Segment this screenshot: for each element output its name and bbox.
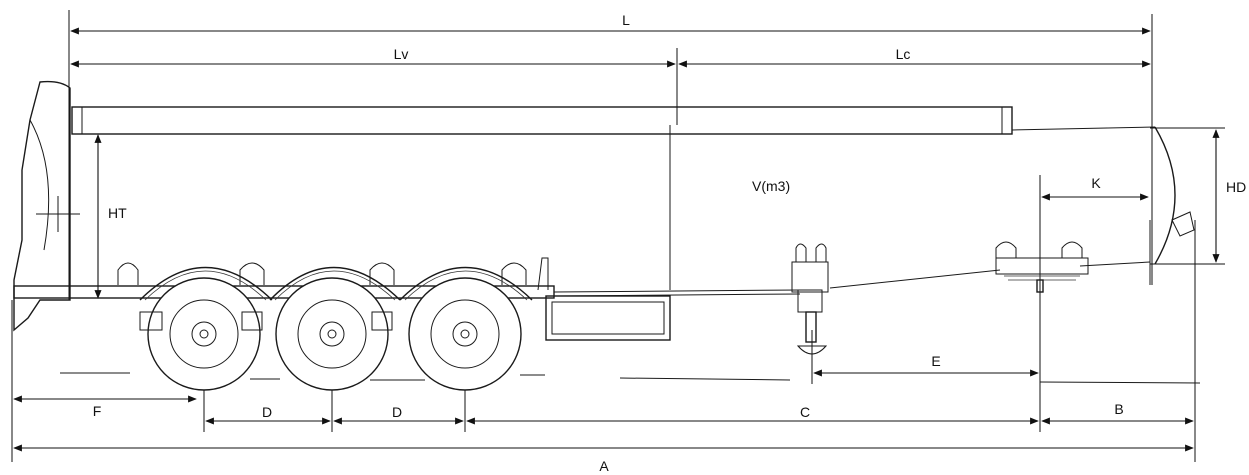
dimension-labels: L Lv Lc HT V(m3) K HD E F D D C B A xyxy=(93,12,1247,474)
label-B: B xyxy=(1114,401,1123,417)
wheel-3 xyxy=(408,277,522,391)
front-nose xyxy=(13,80,71,332)
label-D1: D xyxy=(262,404,272,420)
label-E: E xyxy=(931,353,940,369)
label-C: C xyxy=(800,404,810,420)
label-HT: HT xyxy=(108,205,127,221)
landing-gear xyxy=(791,243,829,355)
label-Lc: Lc xyxy=(896,46,911,62)
wheel-1 xyxy=(147,277,261,391)
label-K: K xyxy=(1091,175,1101,191)
wheel-2 xyxy=(275,277,389,391)
label-A: A xyxy=(599,458,609,474)
ground-lines xyxy=(60,372,1201,384)
trailer-drawing xyxy=(13,80,1201,391)
top-rail xyxy=(71,106,1013,135)
rear-end xyxy=(1154,126,1176,265)
kingpin-assembly xyxy=(995,241,1089,293)
label-V: V(m3) xyxy=(752,178,790,194)
extension-lines xyxy=(11,10,1225,462)
label-HD: HD xyxy=(1226,179,1246,195)
label-D2: D xyxy=(392,404,402,420)
label-L: L xyxy=(622,12,630,28)
label-F: F xyxy=(93,403,102,419)
dimension-lines xyxy=(13,27,1220,452)
tool-box xyxy=(545,295,671,341)
label-Lv: Lv xyxy=(394,46,409,62)
rear-light xyxy=(1171,211,1195,237)
